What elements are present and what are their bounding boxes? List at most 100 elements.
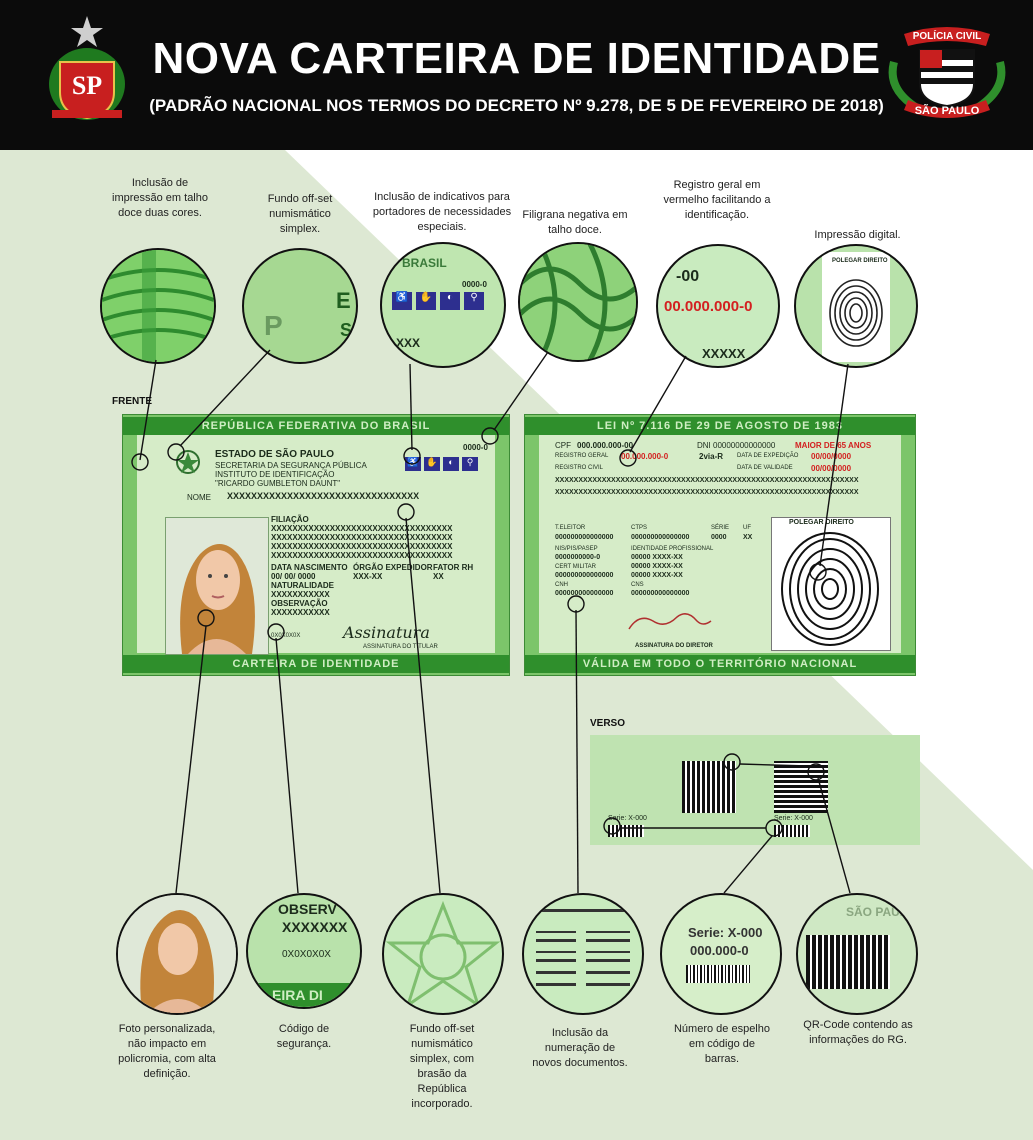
back-via: 2via-R [699, 452, 724, 461]
front-observacao-label: OBSERVAÇÃO [271, 599, 328, 608]
caption-brasao: Fundo off-set numismático simplex, com b… [409, 1023, 475, 1110]
woman-portrait-image [166, 518, 268, 654]
back-xline-2: XXXXXXXXXXXXXXXXXXXXXXXXXXXXXXXXXXXXXXXX… [555, 489, 859, 496]
front-number: 0000-0 [463, 443, 488, 452]
zoom-fingerprint-box [822, 252, 890, 362]
qr-code-image [806, 935, 890, 989]
front-secretaria: SECRETARIA DA SEGURANÇA PÚBLICA [215, 461, 367, 470]
caption-fundo-offset: Fundo off-set numismático simplex. [267, 193, 333, 235]
zoom-security-code: 0X0X0X0X [282, 949, 331, 960]
zoom-letter-p: P [264, 310, 283, 341]
front-security-code: 0X0X0X0X [271, 633, 301, 639]
zoom-circle-espelho: Serie: X-000 000.000-0 [660, 893, 782, 1015]
zoom-serie-text: Serie: X-000 [688, 925, 763, 940]
caption-filigrana: Filigrana negativa em talho doce. [522, 209, 628, 236]
back-idprof-label: IDENTIDADE PROFISSIONAL [631, 546, 714, 552]
zoom-brasil-text: BRASIL [402, 256, 447, 270]
zoom-number: 0000-0 [462, 280, 487, 289]
logo-right-top-text: POLÍCIA CIVIL [913, 29, 982, 42]
front-sign-language-icon: ✋ [424, 457, 440, 471]
zoom-circle-fundo-offset: E S P [242, 248, 358, 364]
portrait-zoom-image [118, 895, 236, 1013]
zoom-circle-qrcode: SÃO PAULO [796, 893, 918, 1015]
back-idprof-value-2: 00000 XXXX-XX [631, 563, 683, 570]
front-hearing-icon: ◐ [443, 457, 459, 471]
front-naturalidade-label: NATURALIDADE [271, 581, 334, 590]
back-cpf-label: CPF [555, 441, 571, 450]
front-filiacao-1: XXXXXXXXXXXXXXXXXXXXXXXXXXXXXXXXXX [271, 524, 453, 533]
back-teleitor-label: T.ELEITOR [555, 525, 586, 531]
front-wheelchair-icon: ♿ [405, 457, 421, 471]
back-rg-value: 00.000.000-0 [621, 452, 669, 461]
front-top-band: REPÚBLICA FEDERATIVA DO BRASIL [123, 417, 509, 435]
zoom-letter-s: S [340, 320, 353, 340]
front-portrait-photo [165, 517, 269, 655]
caption-indicativos: Inclusão de indicativos para portadores … [372, 191, 512, 233]
front-fator-label: FATOR RH [433, 563, 474, 572]
back-rc-label: REGISTRO CIVIL [555, 465, 604, 471]
caption-registro-geral: Registro geral em vermelho facilitando a… [663, 179, 771, 221]
zoom-circle-talho-doce [100, 248, 216, 364]
verso-serie-left: Serie: X-000 [608, 815, 647, 822]
zoom-circle-numeracao [522, 893, 644, 1015]
zoom-xxxx-obs: XXXXXXX [282, 919, 348, 935]
front-bottom-band: CARTEIRA DE IDENTIDADE [123, 655, 509, 673]
zoom-xxx: XXX [396, 336, 421, 350]
front-observacao-value: XXXXXXXXXXX [271, 608, 330, 617]
zoom-circle-filigrana [518, 242, 638, 362]
frente-label: FRENTE [112, 396, 152, 407]
front-filiacao-3: XXXXXXXXXXXXXXXXXXXXXXXXXXXXXXXXXX [271, 542, 453, 551]
front-filiacao-label: FILIAÇÃO [271, 515, 309, 524]
verso-qr-code-left [682, 761, 736, 813]
back-serie-value: 0000 [711, 534, 727, 541]
caption-qrcode: QR-Code contendo as informações do RG. [803, 1019, 913, 1046]
verso-strip: Serie: X-000 Serie: X-000 [590, 735, 920, 845]
fingerprint-icon [829, 279, 883, 347]
zoom-circle-indicativos: BRASIL 0000-0 ♿ ✋ ◐ ⚲ XXX [380, 242, 506, 368]
back-expedicao-value: 00/00/0000 [811, 452, 852, 461]
front-orgao-value: XXX-XX [353, 572, 383, 581]
back-nispis-value: 0000000000-0 [555, 554, 601, 561]
front-signature: Assinatura [343, 623, 430, 642]
hearing-icon: ◐ [440, 292, 460, 310]
back-uf-label: UF [743, 525, 751, 531]
zoom-obs: OBSERV [278, 901, 337, 917]
zoom-xxxxx: XXXXX [702, 346, 746, 361]
verso-label: VERSO [590, 718, 626, 729]
zoom-circle-digital: POLEGAR DIREITO [794, 244, 918, 368]
front-naturalidade-value: XXXXXXXXXXX [271, 590, 330, 599]
front-data-nasc-label: DATA NASCIMENTO [271, 563, 348, 572]
back-top-band: LEI Nº 7.116 DE 29 DE AGOSTO DE 1983 [525, 417, 915, 435]
caption-codigo: Código de segurança. [276, 1023, 332, 1050]
back-dni-label: DNI [697, 441, 711, 450]
brasao-pattern [385, 900, 501, 1009]
front-orgao-label: ÓRGÃO EXPEDIDOR [353, 563, 433, 572]
page-title: NOVA CARTEIRA DE IDENTIDADE [152, 34, 881, 83]
brazil-coat-of-arms-icon [176, 450, 200, 474]
wheelchair-icon: ♿ [392, 292, 412, 310]
id-card-front: REPÚBLICA FEDERATIVA DO BRASIL 0000-0 ES… [122, 414, 510, 676]
front-instituto: INSTITUTO DE IDENTIFICAÇÃO [215, 470, 335, 479]
back-idprof-value: 00000 XXXX-XX [631, 554, 683, 561]
back-xline-1: XXXXXXXXXXXXXXXXXXXXXXXXXXXXXXXXXXXXXXXX… [555, 477, 859, 484]
blind-person-icon: ⚲ [464, 292, 484, 310]
front-nome-value: XXXXXXXXXXXXXXXXXXXXXXXXXXXXXXXX [227, 491, 420, 501]
back-validade-value: 00/00/0000 [811, 464, 852, 473]
front-state: ESTADO DE SÃO PAULO [215, 449, 335, 460]
back-rg-label: REGISTRO GERAL [555, 453, 609, 459]
logo-right-bottom-text: SÃO PAULO [915, 104, 980, 117]
zoom-rg-red: 00.000.000-0 [664, 298, 753, 315]
back-serie-label: SÉRIE [711, 525, 730, 531]
sp-state-coat-of-arms-logo: SP [49, 16, 125, 120]
front-signature-label: ASSINATURA DO TITULAR [363, 644, 438, 650]
back-cpf-value: 000.000.000-00 [577, 441, 634, 450]
back-cns-label: CNS [631, 582, 644, 588]
header-bar: SP NOVA CARTEIRA DE IDENTIDADE (PADRÃO N… [0, 0, 1033, 150]
numeracao-zoom-pattern [536, 909, 636, 986]
zoom-sao-paulo: SÃO PAULO [846, 905, 917, 919]
verso-barcode-left [608, 825, 644, 837]
thumbprint-icon [781, 532, 879, 646]
caption-numeracao: Inclusão da numeração de novos documento… [532, 1027, 628, 1069]
page-subtitle: (PADRÃO NACIONAL NOS TERMOS DO DECRETO N… [149, 96, 884, 115]
zoom-circle-brasao [382, 893, 504, 1015]
